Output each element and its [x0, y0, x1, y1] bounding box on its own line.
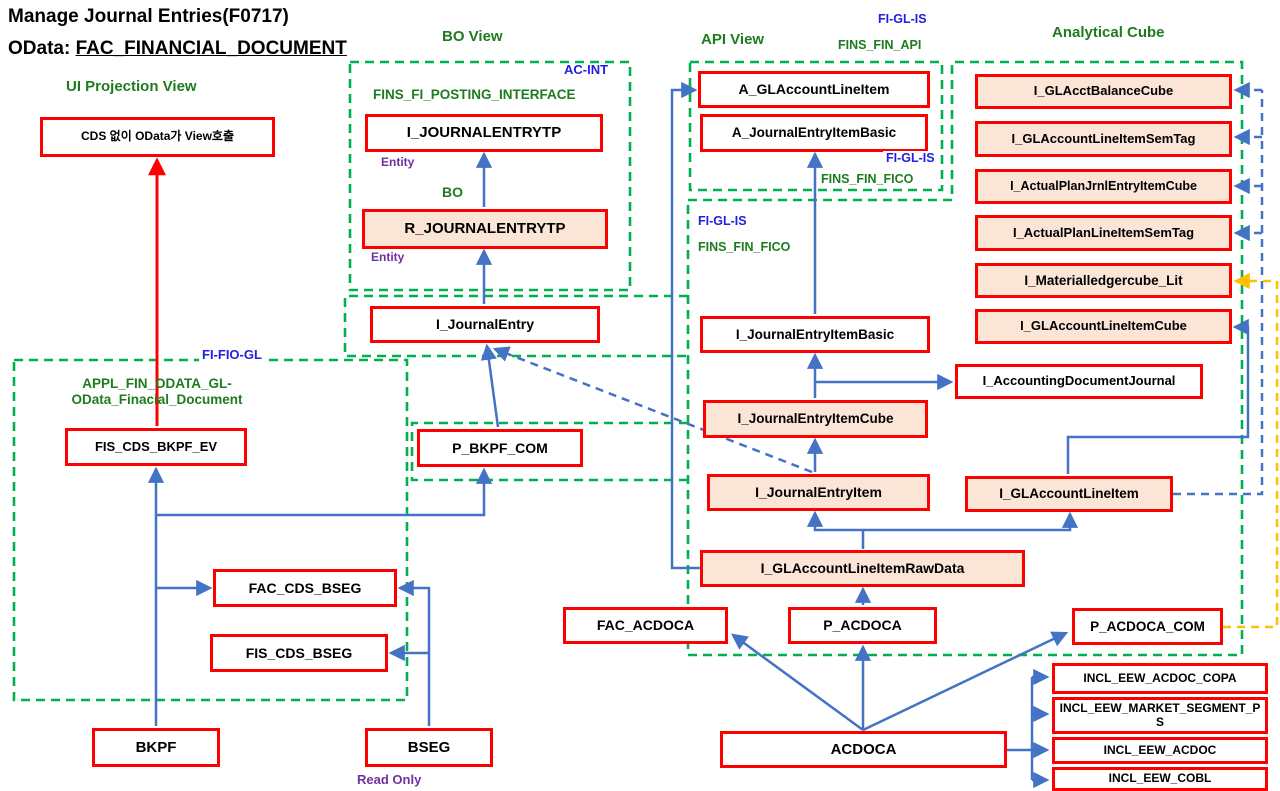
acdoca: ACDOCA — [720, 731, 1007, 768]
page-title: Manage Journal Entries(F0717) — [8, 6, 289, 27]
arrow-edges — [147, 81, 1279, 789]
edge-rawdata-to-aglaccountlineitem — [670, 81, 700, 570]
bkpf: BKPF — [92, 728, 220, 767]
r-journalentrytp: R_JOURNALENTRYTP — [362, 209, 608, 249]
edge-iglaccountlineitem-assoc-trunk — [1173, 90, 1264, 496]
edge-pbkpfcom-to-ijournalentry — [480, 343, 500, 428]
edge-rawdata-to-ijournalentryitem — [806, 510, 865, 549]
region-fico-analytical — [686, 60, 1244, 657]
i-glacctbalancecube: I_GLAcctBalanceCube — [975, 74, 1232, 109]
note-cds-odata: CDS 없이 OData가 View호출 — [40, 117, 275, 157]
p-acdoca: P_ACDOCA — [788, 607, 937, 644]
bseg: BSEG — [365, 728, 493, 767]
incl-eew-cobl: INCL_EEW_COBL — [1052, 767, 1268, 791]
i-materialledgercube-lit: I_Materialledgercube_Lit — [975, 263, 1232, 298]
ac-int-label: AC-INT — [564, 62, 609, 77]
fi-gl-is-api-label: FI-GL-IS — [878, 12, 927, 26]
bo-label: BO — [442, 184, 463, 200]
green-dashed-regions — [12, 60, 1244, 702]
i-glaccountlineitemsemtag: I_GLAccountLineItemSemTag — [975, 121, 1232, 157]
odata-service-name: FAC_FINANCIAL_DOCUMENT — [75, 38, 347, 59]
fins-fin-fico-label: FINS_FIN_FICO — [698, 240, 791, 254]
edge-bkpf-to-pbkpfcom — [156, 467, 493, 517]
i-journalentryitemcube: I_JournalEntryItemCube — [703, 400, 928, 438]
fis-cds-bseg: FIS_CDS_BSEG — [210, 634, 388, 672]
fac-cds-bseg: FAC_CDS_BSEG — [213, 569, 397, 607]
region-api-view — [688, 60, 944, 192]
edge-acdoca-to-facacdoca — [731, 633, 864, 732]
analytical-cube-label: Analytical Cube — [1052, 24, 1165, 41]
edge-bseg-to-faccdsbseg — [397, 579, 431, 726]
odata-prefix: OData: — [8, 38, 76, 59]
fins-fin-api-label: FINS_FIN_API — [838, 38, 922, 52]
entity-label-1: Entity — [381, 155, 415, 169]
bo-view-label: BO View — [442, 28, 503, 45]
region-journalentry-strip — [343, 294, 688, 358]
incl-eew-market-segment-ps: INCL_EEW_MARKET_SEGMENT_PS — [1052, 697, 1268, 734]
i-journalentrytp: I_JOURNALENTRYTP — [365, 114, 603, 152]
i-journalentry: I_JournalEntry — [370, 306, 600, 343]
edge-acdoca-to-pacdocacom — [862, 631, 1069, 732]
a-glaccountlineitem: A_GLAccountLineItem — [698, 71, 930, 108]
edge-pacdocacom-to-materialledger — [1223, 272, 1279, 629]
ui-projection-view-label: UI Projection View — [66, 78, 197, 95]
p-bkpf-com: P_BKPF_COM — [417, 429, 583, 467]
fins-fin-fico-mid-label: FINS_FIN_FICO — [818, 172, 917, 187]
edge-iglaccountlineitem-to-cube — [1066, 318, 1250, 474]
i-actualplanlineitemsemtag: I_ActualPlanLineItemSemTag — [975, 215, 1232, 251]
p-acdoca-com: P_ACDOCA_COM — [1072, 608, 1223, 645]
edge-rawdata-to-iglaccountlineitem — [863, 511, 1079, 532]
region-bo-view — [348, 60, 632, 292]
api-view-label: API View — [701, 31, 765, 48]
a-journalentryitembasic: A_JournalEntryItemBasic — [700, 114, 928, 152]
fi-fio-gl-label: FI-FIO-GL — [199, 347, 265, 363]
fis-cds-bkpf-ev: FIS_CDS_BKPF_EV — [65, 428, 247, 466]
edge-ijournalentryitem-to-ijournalentry-assoc — [492, 346, 813, 474]
i-journalentryitem: I_JournalEntryItem — [707, 474, 930, 511]
region-fi-fio-gl — [12, 358, 409, 702]
fac-acdoca: FAC_ACDOCA — [563, 607, 728, 644]
i-glaccountlineitemrawdata: I_GLAccountLineItemRawData — [700, 550, 1025, 587]
region-pbkpfcom-strip — [410, 421, 688, 482]
incl-eew-acdoc: INCL_EEW_ACDOC — [1052, 737, 1268, 764]
entity-label-2: Entity — [371, 250, 405, 264]
fi-gl-is-mid-label: FI-GL-IS — [883, 151, 938, 166]
i-glaccountlineitem: I_GLAccountLineItem — [965, 476, 1173, 512]
i-journalentryitembasic: I_JournalEntryItemBasic — [700, 316, 930, 353]
read-only-label: Read Only — [357, 772, 422, 787]
odata-subtitle: OData: FAC_FINANCIAL_DOCUMENT — [8, 38, 347, 60]
appl-fin-odata-label: APPL_FIN_ODATA_GL- OData_Finacial_Docume… — [71, 376, 243, 408]
i-actualplanjrnlentryitemcube: I_ActualPlanJrnlEntryItemCube — [975, 169, 1232, 204]
i-glaccountlineitemcube: I_GLAccountLineItemCube — [975, 309, 1232, 344]
i-accountingdocumentjournal: I_AccountingDocumentJournal — [955, 364, 1203, 399]
incl-eew-acdoc-copa: INCL_EEW_ACDOC_COPA — [1052, 663, 1268, 694]
fi-gl-is-fico-label: FI-GL-IS — [698, 214, 747, 228]
fins-fi-posting-interface-label: FINS_FI_POSTING_INTERFACE — [373, 87, 576, 102]
